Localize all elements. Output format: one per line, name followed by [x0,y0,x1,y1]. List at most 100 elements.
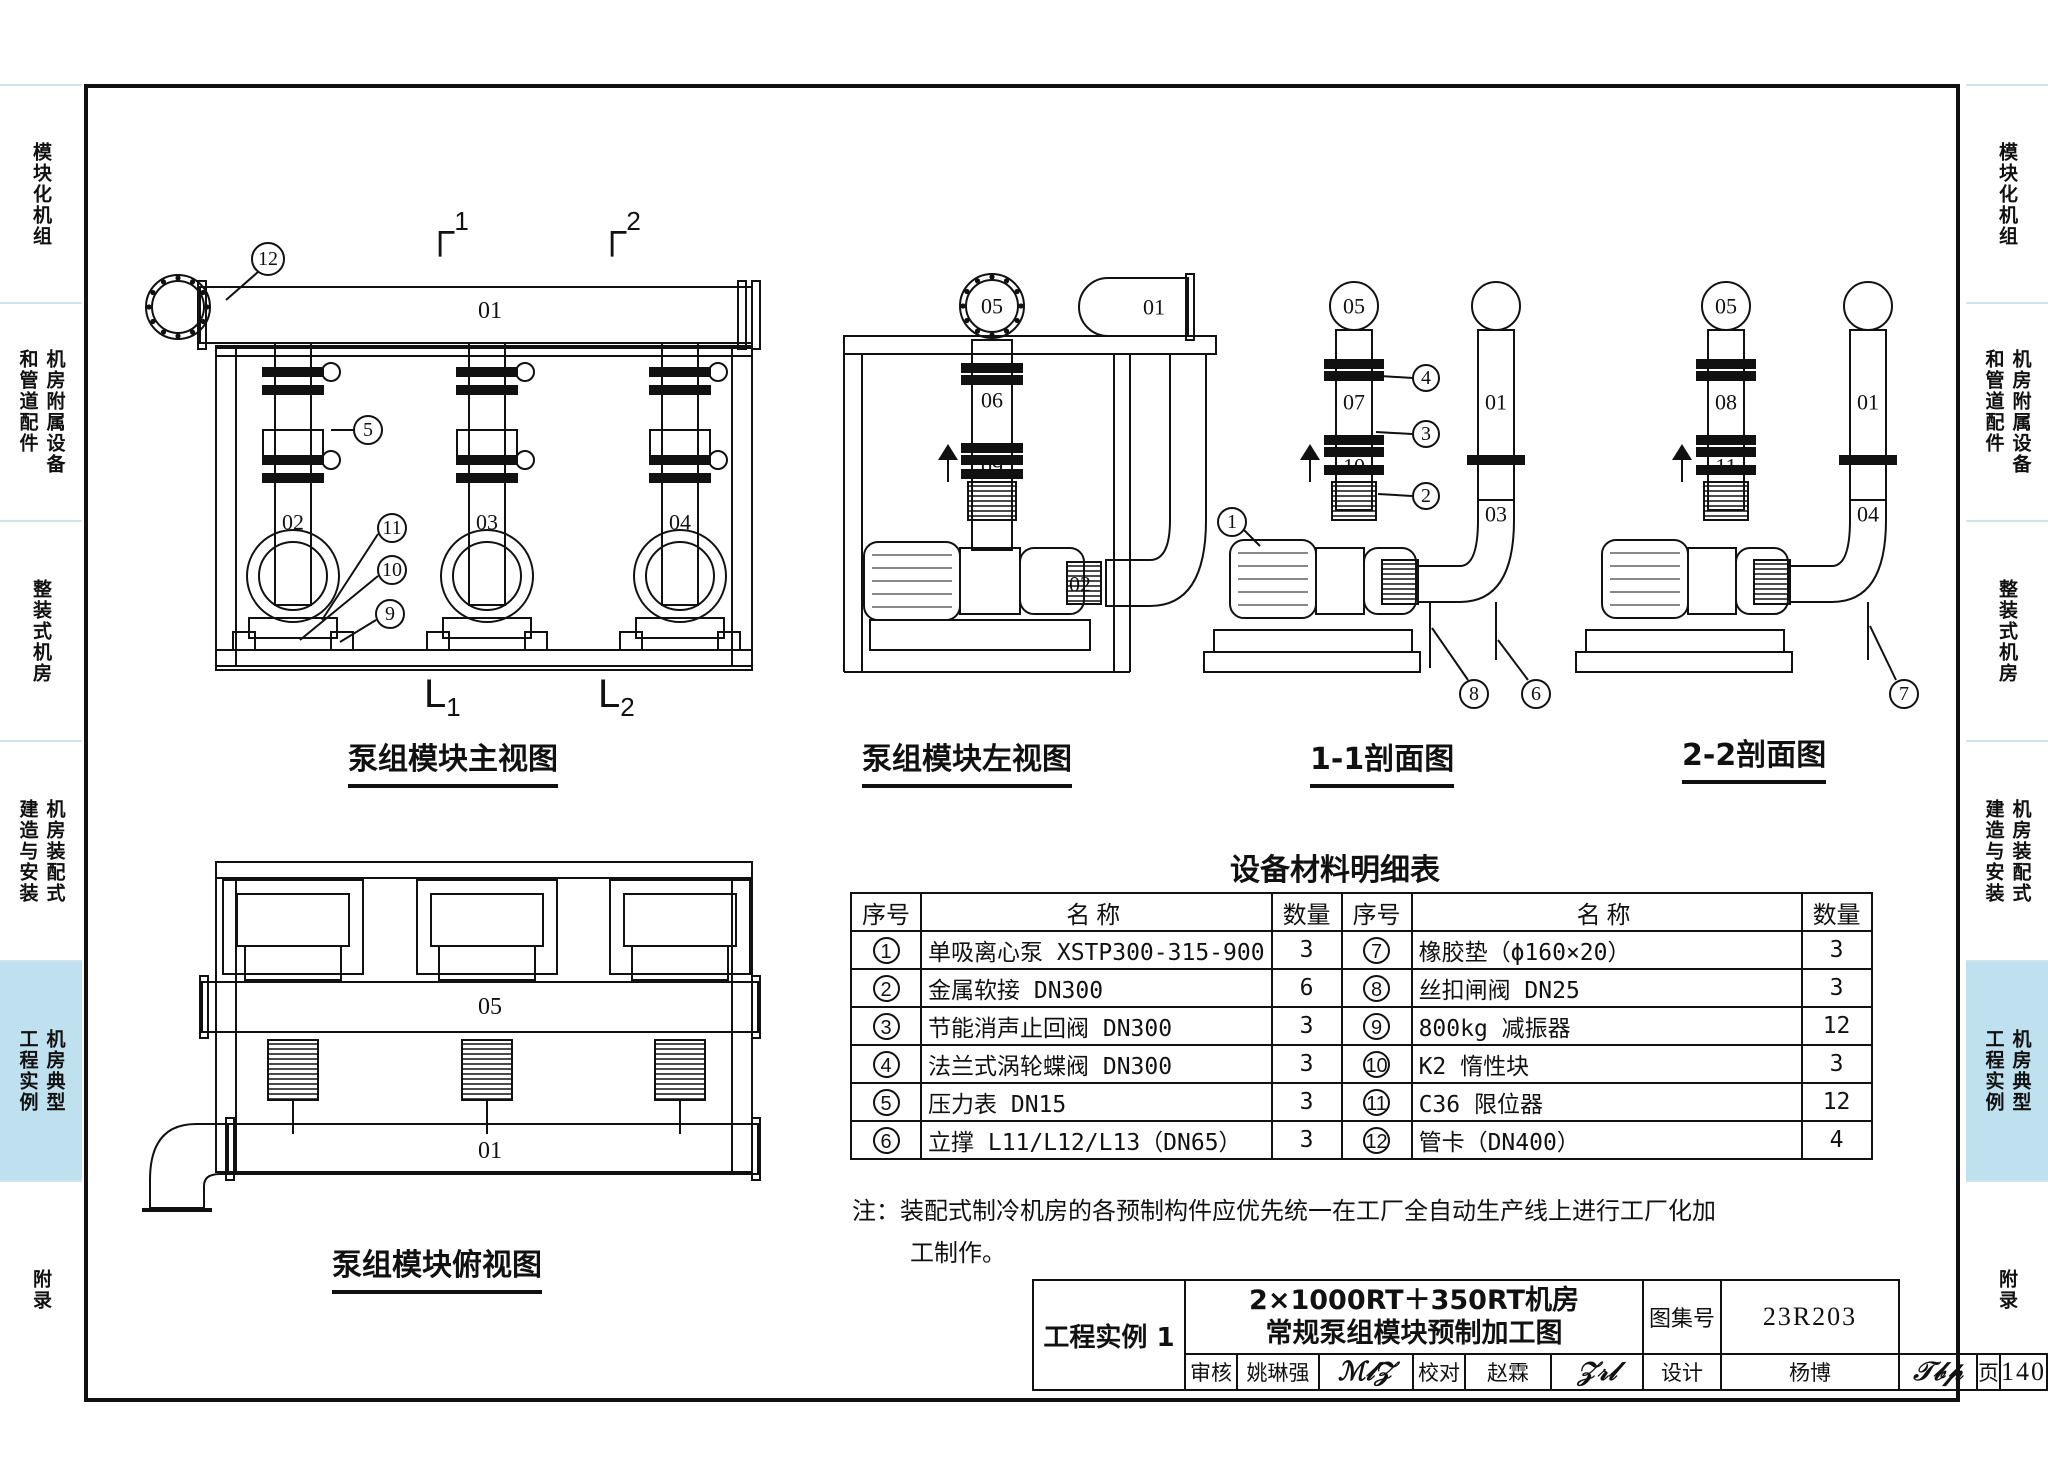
inertia-base [1585,629,1785,653]
pump-base [442,617,532,639]
callout-circle [375,599,405,629]
col-header: 名称 [1410,892,1803,932]
item-quantity: 3 [1270,1120,1343,1160]
header-pipe-01 [227,1123,759,1175]
item-name: C36 限位器 [1410,1082,1803,1122]
gauge [708,362,728,382]
pump-volute-inner [452,541,522,611]
side-nav-left: 模块化机组机房附属设备和管道配件整装式机房机房装配式建造与安装机房典型工程实例附… [0,0,82,1482]
flange [737,280,747,350]
flange-band [262,367,324,377]
side-nav-right: 模块化机组机房附属设备和管道配件整装式机房机房装配式建造与安装机房典型工程实例附… [1966,0,2048,1482]
bolt [989,274,995,280]
pump-volute-outer [633,529,727,623]
flange-band [1696,435,1756,445]
side-tab-label: 附录 [30,1269,52,1311]
bolt [1018,303,1024,309]
callout-circle [377,513,407,543]
callout-number: 11 [382,517,401,539]
pipe-end-inner [965,279,1019,333]
pipe-label: 01 [478,1138,502,1164]
callout-circle [1217,507,1247,537]
side-tab-2[interactable]: 机房附属设备和管道配件 [1966,302,2048,520]
bolt [1014,288,1020,295]
item-number-circle: 10 [1363,1050,1391,1078]
motor-top [222,879,364,975]
side-tab-label: 模块化机组 [1996,141,2018,247]
gauge [515,362,535,382]
item-name: 节能消声止回阀 DN300 [920,1006,1273,1046]
side-tab-4[interactable]: 机房装配式建造与安装 [1966,740,2048,960]
side-tab-6[interactable]: 附录 [0,1180,82,1398]
design-label: 设计 [1642,1353,1722,1391]
bolt [150,318,156,325]
item-quantity: 3 [1270,930,1343,970]
drawing-frame [84,84,1960,1402]
bolt [200,318,206,325]
pipe-label: 01 [478,298,502,324]
item-number-circle: 5 [872,1088,900,1116]
motor-top-inner [623,893,737,947]
side-tab-3[interactable]: 整装式机房 [0,520,82,740]
item-quantity: 12 [1800,1006,1873,1046]
item-quantity: 3 [1800,1044,1873,1084]
side-tab-6[interactable]: 附录 [1966,1180,2048,1398]
side-tab-2[interactable]: 机房附属设备和管道配件 [0,302,82,520]
flange-band [961,443,1023,453]
motor-top [609,879,751,975]
side-tab-4[interactable]: 机房装配式建造与安装 [0,740,82,960]
pipe-label: 08 [1715,390,1737,415]
leader [321,533,379,621]
item-name: 金属软接 DN300 [920,968,1273,1008]
flange-band [1467,455,1525,465]
pipe-label: 02 [1069,572,1091,597]
side-tab-label: 工程实例 [16,1029,39,1113]
reviewer-name: 姚琳强 [1236,1353,1320,1391]
item-number-circle: 11 [1363,1088,1391,1116]
base-plate [1575,651,1793,673]
side-tab-label: 建造与安装 [16,798,39,904]
bolt [1003,278,1010,284]
flange-band [1696,447,1756,457]
pump-base [248,617,338,639]
flange-band [649,367,711,377]
elbow-pipe-03 [1417,499,1515,603]
bellows-body [1753,559,1791,605]
pipe-label: 01 [1143,295,1165,320]
side-tab-1[interactable]: 模块化机组 [0,84,82,302]
note-line-2: 工制作。 [910,1239,1006,1267]
frame-base [215,649,753,667]
bolt [204,304,210,310]
callout-number: 4 [1421,367,1431,389]
section-2-caption: 2-2剖面图 [1682,730,1827,784]
page-label: 页 [1976,1353,2001,1391]
flange [225,1117,235,1181]
pipe-label: 04 [669,510,691,535]
item-quantity: 3 [1800,968,1873,1008]
leader [1497,639,1529,681]
flange-band [456,367,518,377]
pipe-label: 02 [282,510,304,535]
flange [751,975,761,1039]
pipe-label: 03 [1485,502,1507,527]
side-tab-5[interactable]: 机房典型工程实例 [1966,960,2048,1180]
side-tab-3[interactable]: 整装式机房 [1966,520,2048,740]
flange [1185,273,1195,341]
valve-body [262,429,324,461]
callout-circle [1412,420,1440,448]
item-number: 10 [1340,1044,1413,1084]
callout-number: 2 [1421,485,1431,507]
item-name: 800kg 减振器 [1410,1006,1803,1046]
side-tab-label: 机房装配式 [43,798,66,904]
col-header: 数量 [1270,892,1343,932]
check-label: 校对 [1412,1353,1466,1391]
spring-isolator [717,631,741,651]
callout-circle [1459,679,1489,709]
side-tab-5[interactable]: 机房典型工程实例 [0,960,82,1180]
side-tab-1[interactable]: 模块化机组 [1966,84,2048,302]
leader [1431,627,1469,681]
